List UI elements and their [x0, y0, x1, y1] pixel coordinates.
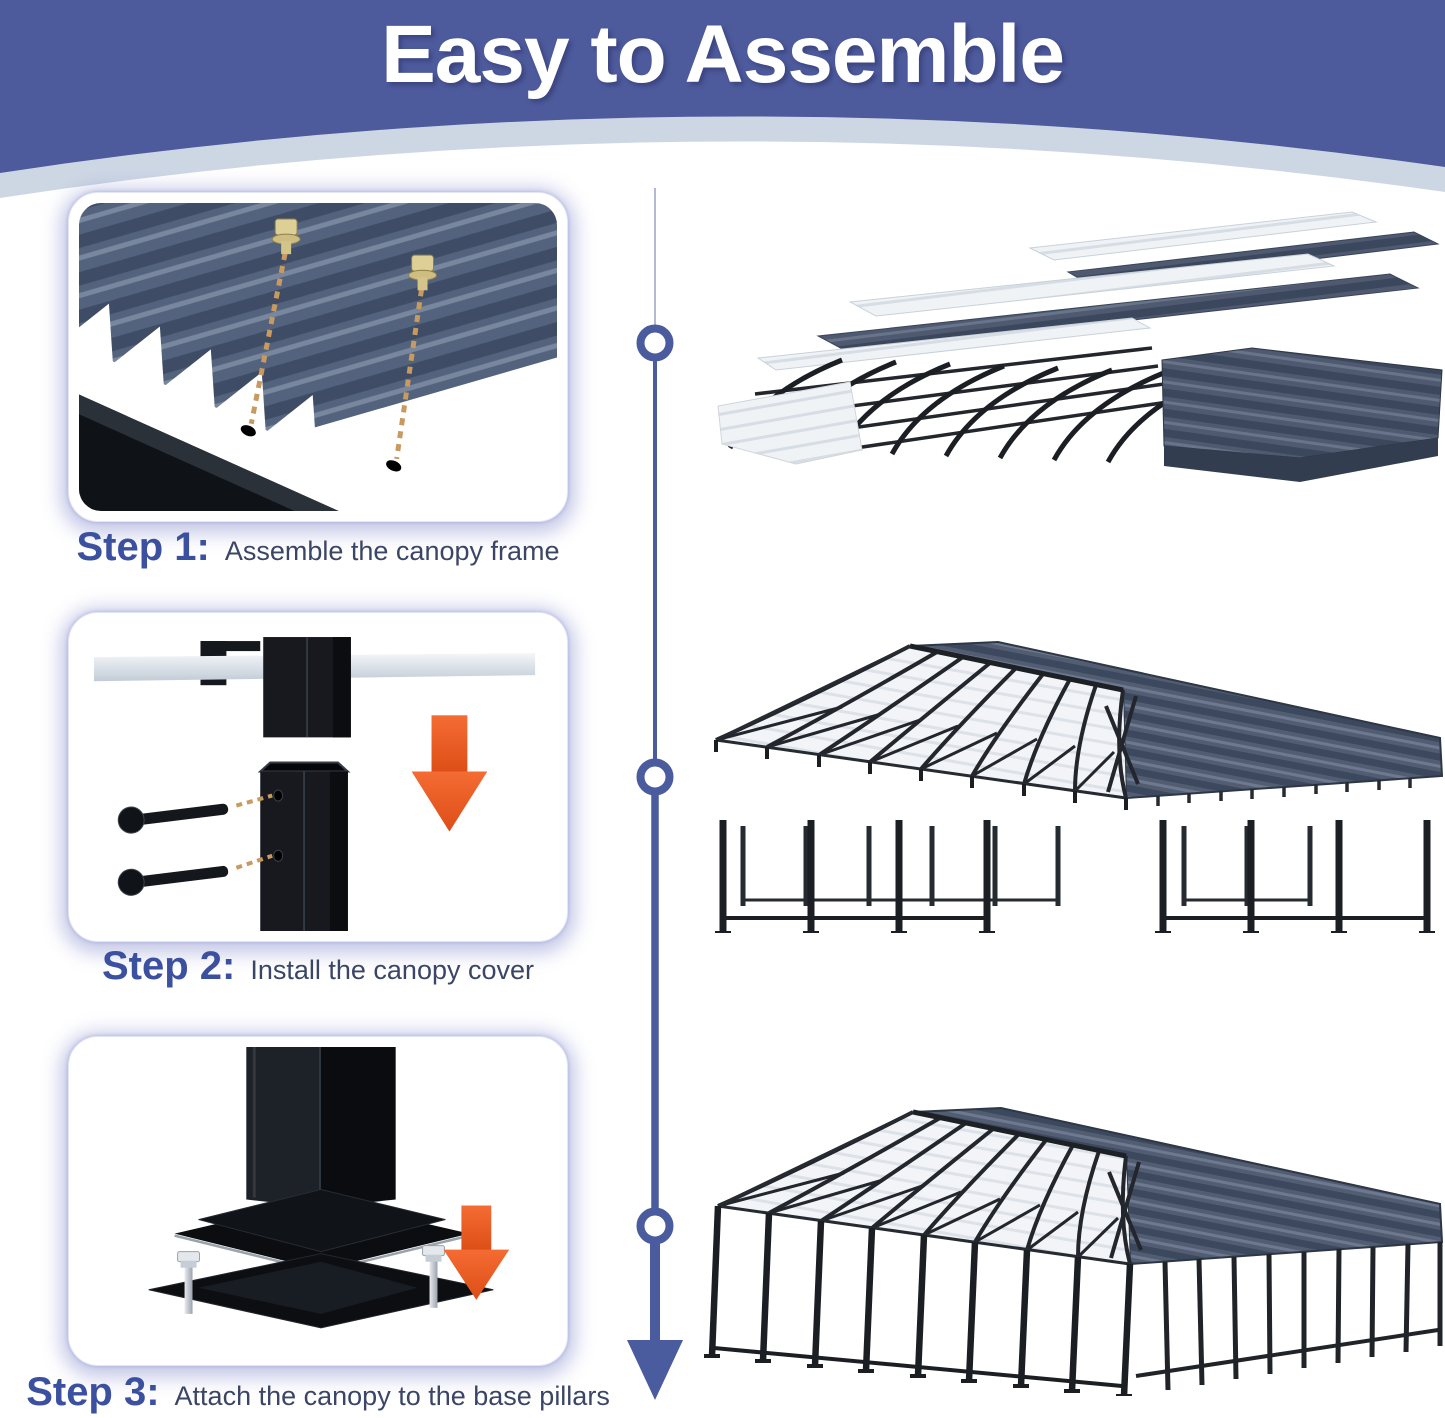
step-3-caption: Step 3: Attach the canopy to the base pi… — [26, 1370, 610, 1415]
installed-white-panel — [717, 381, 863, 465]
side-legs — [1162, 1242, 1443, 1391]
dark-panel-fascia — [1164, 438, 1438, 482]
screw-guide-line — [248, 252, 288, 425]
step-2-caption: Step 2: Install the canopy cover — [68, 944, 568, 989]
front-legs — [708, 1205, 1134, 1396]
step-1-label: Step 1: — [76, 525, 210, 569]
step-2-photo-post-bolts — [93, 637, 536, 931]
ridge-beam — [909, 643, 1124, 693]
lower-post — [257, 761, 351, 931]
gable-x-brace — [1107, 1161, 1143, 1259]
bolt-icon — [117, 865, 229, 896]
screw-icon — [408, 254, 438, 291]
upper-post — [263, 637, 351, 738]
step-2-description: Install the canopy cover — [250, 955, 535, 985]
step-2-photo-frame — [79, 623, 557, 931]
screw-guide-line — [394, 288, 425, 460]
installed-dark-panel — [1161, 347, 1443, 459]
timeline-node-3 — [636, 1207, 674, 1245]
assembly-stage-3-illustration — [704, 1106, 1443, 1396]
down-arrow-icon — [443, 1205, 510, 1300]
pillar-post — [246, 1047, 396, 1208]
step-2-label: Step 2: — [101, 944, 236, 988]
timeline — [627, 188, 683, 1400]
header-curve — [0, 0, 1445, 198]
header-banner: Easy to Assemble — [0, 0, 1445, 260]
beam-hole — [240, 425, 256, 437]
panel-edge-and-beam — [79, 257, 557, 511]
front-rail — [713, 1346, 1123, 1388]
assembly-stage-1-illustration — [717, 211, 1443, 482]
screw-icon — [271, 218, 301, 255]
side-rail — [1135, 1328, 1439, 1378]
canopy-roof — [717, 1106, 1443, 1266]
ridge-beam — [912, 1109, 1127, 1159]
step-3-photo-frame — [79, 1047, 557, 1355]
roof-braces — [717, 1171, 1120, 1259]
step-3-label: Step 3: — [26, 1370, 160, 1414]
eave-hooks — [1156, 778, 1412, 806]
base-pillars — [715, 820, 1435, 933]
step-1-description: Assemble the canopy frame — [224, 536, 560, 566]
timeline-node-1 — [636, 324, 674, 362]
step-2-card — [68, 612, 568, 942]
eave-hooks — [714, 740, 1128, 810]
gable-x-brace — [1104, 695, 1140, 793]
anchor-bolt-icon — [177, 1251, 200, 1314]
page-title: Easy to Assemble — [381, 9, 1065, 100]
canopy-bracket — [200, 641, 261, 652]
step-1-photo-frame — [79, 203, 557, 511]
timeline-node-2 — [636, 758, 674, 796]
step-1-photo-roof-screws — [79, 203, 557, 511]
step-3-photo-base-plate — [148, 1047, 510, 1329]
canopy-roof — [714, 640, 1443, 810]
beam-hole — [386, 460, 402, 472]
leg-feet — [704, 1354, 1132, 1396]
step-1-card — [68, 192, 568, 522]
base-plate — [148, 1253, 494, 1329]
timeline-arrow-icon — [627, 1340, 683, 1400]
roof-braces — [715, 705, 1116, 793]
step-1-caption: Step 1: Assemble the canopy frame — [68, 525, 568, 570]
step-3-card — [68, 1036, 568, 1366]
bolt-icon — [117, 803, 229, 834]
floating-roof-panels — [756, 211, 1440, 371]
assembly-stage-2-illustration — [698, 640, 1443, 933]
step-3-description: Attach the canopy to the base pillars — [174, 1381, 610, 1411]
down-arrow-icon — [411, 715, 488, 832]
